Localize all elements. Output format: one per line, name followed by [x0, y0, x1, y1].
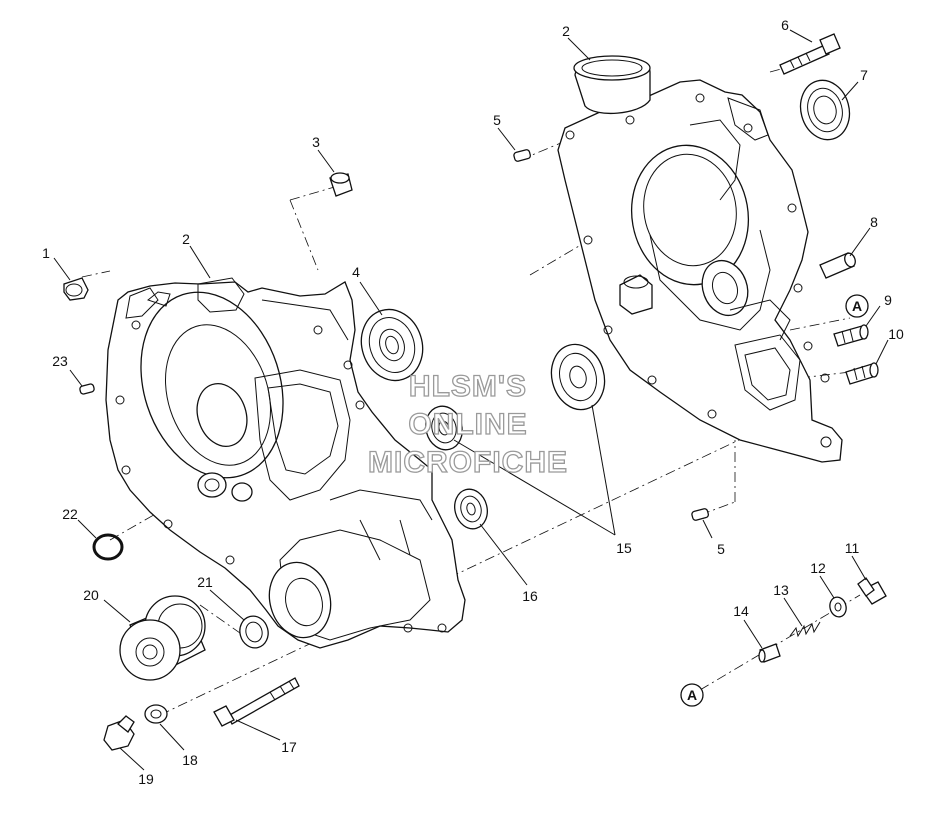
callout-14: 14 — [733, 603, 749, 619]
callout-5-bottom: 5 — [717, 541, 725, 557]
part-5-dowel-bottom — [691, 508, 709, 521]
callout-21: 21 — [197, 574, 213, 590]
callout-2-right: 2 — [562, 23, 570, 39]
callout-15: 15 — [616, 540, 632, 556]
part-11-bolt — [857, 577, 887, 605]
part-21-seal — [239, 615, 269, 649]
part-15-bearing-left — [425, 405, 463, 451]
part-7-seal — [799, 79, 851, 141]
reference-mark-lower-label: A — [687, 687, 697, 703]
reference-mark-lower: A — [680, 683, 704, 707]
part-13-spring — [789, 621, 821, 638]
reference-mark-upper: A — [845, 294, 869, 318]
right-crankcase-half — [557, 55, 843, 463]
part-4-bearing — [360, 308, 424, 382]
callout-20: 20 — [83, 587, 99, 603]
callout-22: 22 — [62, 506, 78, 522]
callout-4: 4 — [352, 264, 360, 280]
callout-17: 17 — [281, 739, 297, 755]
callout-6: 6 — [781, 17, 789, 33]
part-5-dowel-top — [513, 149, 531, 162]
watermark-line-1: HLSM'S — [409, 370, 527, 403]
callout-23: 23 — [52, 353, 68, 369]
part-19-drain-plug — [103, 715, 135, 751]
callout-8: 8 — [870, 214, 878, 230]
watermark: HLSM'S ONLINE MICROFICHE — [367, 369, 568, 479]
callout-5-top: 5 — [493, 112, 501, 128]
part-17-bolt — [213, 677, 300, 727]
part-8-sleeve — [819, 252, 856, 279]
callout-labels: 1 2 2 3 4 5 5 6 7 8 9 10 11 12 13 14 15 … — [42, 17, 904, 787]
part-1-plug — [63, 277, 89, 301]
callout-16: 16 — [522, 588, 538, 604]
part-9-fitting — [833, 324, 869, 347]
reference-mark-upper-label: A — [852, 298, 862, 314]
callout-12: 12 — [810, 560, 826, 576]
watermark-line-3: MICROFICHE — [368, 446, 568, 479]
callout-10: 10 — [888, 326, 904, 342]
callout-7: 7 — [860, 67, 868, 83]
part-3-bushing — [329, 172, 353, 197]
part-16-bearing — [454, 488, 488, 530]
leader-lines — [53, 29, 889, 771]
part-6-bolt — [779, 33, 841, 75]
callout-13: 13 — [773, 582, 789, 598]
watermark-line-2: ONLINE — [408, 408, 527, 441]
callout-1: 1 — [42, 245, 50, 261]
part-12-washer — [829, 596, 847, 618]
part-15-bearing-right — [550, 343, 606, 411]
callout-9: 9 — [884, 292, 892, 308]
callout-19: 19 — [138, 771, 154, 787]
part-18-washer — [144, 704, 168, 724]
callout-2-left: 2 — [182, 231, 190, 247]
part-14-plunger — [758, 643, 781, 663]
left-crankcase-half — [105, 277, 466, 649]
part-10-fitting — [845, 362, 879, 385]
callout-18: 18 — [182, 752, 198, 768]
part-20-pulley — [119, 595, 206, 681]
callout-3: 3 — [312, 134, 320, 150]
callout-11: 11 — [845, 540, 860, 556]
part-23-dowel-pin — [79, 383, 95, 395]
part-22-o-ring — [92, 533, 124, 561]
